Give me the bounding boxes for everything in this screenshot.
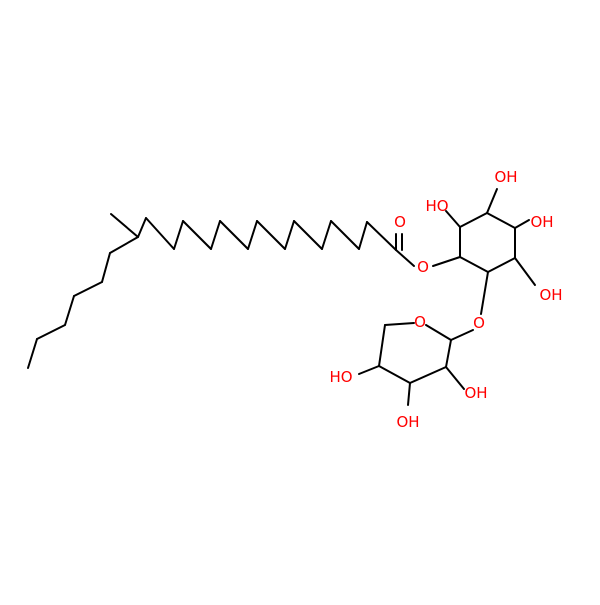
bond-c4-oh <box>358 365 380 375</box>
atom-label-carbonyl-o: O <box>394 213 406 231</box>
bond-carbonyl-ester-o <box>395 249 415 267</box>
atom-label-oh-lower-right: OH <box>539 286 562 304</box>
bond-c2-c3 <box>36 324 66 340</box>
bond-c13-c14 <box>247 220 258 250</box>
bond-c7-methyl <box>110 213 139 238</box>
atom-label-xyl-oh-left: HO <box>329 368 352 386</box>
bond-ring-b <box>459 212 488 228</box>
bond-c4-c3 <box>378 365 411 384</box>
bond-c9-c10 <box>173 220 184 250</box>
bond-c10-c11 <box>182 220 212 250</box>
bond-c14-c15 <box>256 220 286 250</box>
bond-c11-c12 <box>210 220 221 250</box>
bond-ring-oh-right <box>514 219 530 229</box>
bond-ring-glycosidic-o <box>480 271 489 315</box>
atom-label-ester-o: O <box>417 258 429 276</box>
bond-c1-c2 <box>27 338 38 369</box>
atom-label-glycosidic-o: O <box>473 314 485 332</box>
bond-ring-f <box>459 256 489 273</box>
bond-ester-o-ring <box>432 256 461 267</box>
atom-label-oh-top: OH <box>494 168 517 186</box>
bond-c17-c18 <box>321 220 332 250</box>
bond-anomeric-ring-o <box>425 324 452 341</box>
bond-c5-c4 <box>378 324 386 367</box>
bond-c19-c20 <box>358 221 368 250</box>
atom-label-ring-o: O <box>414 313 426 331</box>
bond-c4-c5 <box>73 281 103 297</box>
bond-c20-carbonyl <box>366 221 397 251</box>
atom-label-xyl-oh-bottom: OH <box>396 413 419 431</box>
bond-ring-oh-top <box>486 188 498 214</box>
bond-c3-c2 <box>409 366 447 384</box>
bond-c3-oh <box>407 382 411 406</box>
bond-c15-c16 <box>284 220 295 250</box>
bond-c8-c9 <box>145 217 175 250</box>
atom-label-oh-top-left: HO <box>425 197 448 215</box>
bond-c2-anomeric <box>445 339 452 368</box>
bond-c12-c13 <box>219 220 249 250</box>
bond-ring-e <box>487 257 516 273</box>
atom-label-oh-right: OH <box>530 213 553 231</box>
bond-c18-c19 <box>330 220 360 250</box>
atom-labels: O O O O HO OH OH OH HO OH OH <box>329 168 562 431</box>
bond-c6-c7 <box>109 236 139 254</box>
bond-ring-c <box>486 212 516 229</box>
atom-label-xyl-oh-right: OH <box>464 384 487 402</box>
bond-c5-c6 <box>101 252 111 283</box>
bond-ring-oh-lower-right <box>514 257 536 286</box>
bond-c7-c8 <box>137 217 147 238</box>
bond-ring-o-c5 <box>384 322 415 326</box>
bond-c16-c17 <box>293 220 323 250</box>
bond-c2-oh <box>445 366 465 390</box>
bond-glycosidic-o-anomeric <box>450 329 474 341</box>
bond-ring-oh-top-left <box>445 210 461 228</box>
bonds <box>27 188 536 406</box>
bond-c3-c4 <box>64 295 75 326</box>
